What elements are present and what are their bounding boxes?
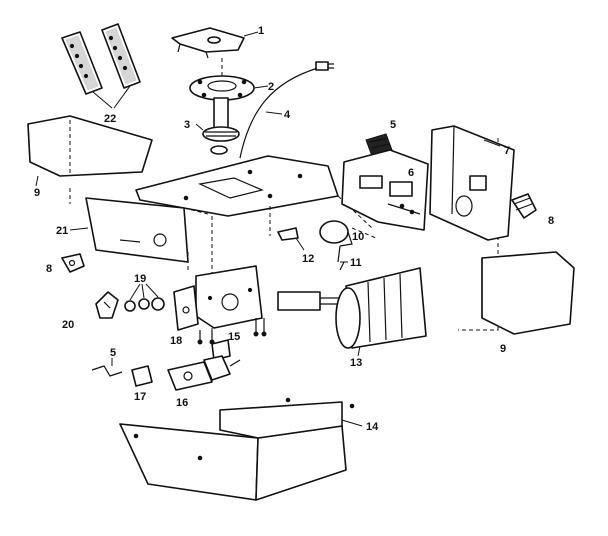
callout-3: 3 — [184, 119, 190, 131]
callout-9-right: 9 — [500, 343, 506, 355]
part-10-capacitor — [319, 220, 353, 271]
callout-18: 18 — [170, 335, 182, 347]
part-1-top-bracket — [171, 27, 259, 59]
callout-13: 13 — [350, 357, 362, 369]
part-22-rails — [61, 23, 141, 109]
callout-14: 14 — [366, 421, 379, 433]
callout-7: 7 — [504, 145, 510, 157]
part-20-end-cap — [95, 291, 119, 319]
callout-8-left: 8 — [46, 263, 52, 275]
callout-labels: 1 2 3 4 5 6 7 8 8 9 9 10 11 12 13 14 15 … — [34, 25, 554, 433]
part-17-clip — [131, 365, 153, 387]
callout-8-right: 8 — [548, 215, 554, 227]
part-18-bracket — [173, 285, 199, 331]
part-8-clip-left — [61, 253, 85, 273]
part-13-motor — [277, 267, 427, 357]
part-9-cover-left — [27, 115, 153, 187]
part-7-end-panel — [429, 125, 515, 241]
callout-11: 11 — [350, 257, 362, 269]
callout-15: 15 — [228, 331, 240, 343]
callout-5-lower: 5 — [110, 347, 116, 359]
part-16-limit-switch — [167, 355, 241, 391]
callout-4: 4 — [284, 109, 291, 121]
part-8-lamp-socket — [511, 193, 537, 219]
part-14-bottom-tray — [119, 397, 363, 501]
part-4-cord — [239, 61, 334, 159]
mounting-screws — [197, 318, 267, 345]
motor-bracket — [195, 265, 263, 329]
part-3-drive-gear — [195, 97, 240, 155]
callout-5-top: 5 — [390, 119, 396, 131]
part-15-limit-bracket — [211, 339, 231, 361]
part-2-sprocket-plate — [189, 58, 269, 101]
callout-17: 17 — [134, 391, 146, 403]
part-12-clip — [277, 227, 305, 251]
callout-10: 10 — [352, 231, 364, 243]
part-19-washers — [124, 283, 165, 312]
callout-16: 16 — [176, 397, 188, 409]
part-5-spring — [91, 358, 123, 377]
part-9-cover-right — [481, 251, 575, 335]
callout-19: 19 — [134, 273, 146, 285]
callout-21: 21 — [56, 225, 68, 237]
callout-1: 1 — [258, 25, 264, 37]
callout-6: 6 — [408, 167, 414, 179]
callout-20: 20 — [62, 319, 74, 331]
callout-9-left: 9 — [34, 187, 40, 199]
callout-12: 12 — [302, 253, 314, 265]
callout-22: 22 — [104, 113, 116, 125]
callout-2: 2 — [268, 81, 274, 93]
part-6-logic-board-bracket — [341, 149, 429, 231]
